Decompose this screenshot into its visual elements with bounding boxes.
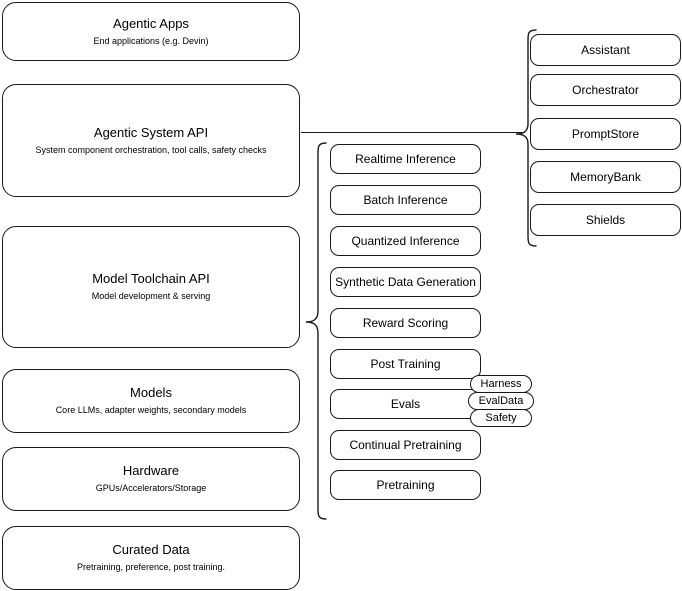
- stack-box-subtitle: End applications (e.g. Devin): [93, 35, 209, 46]
- toolchain-box-label: Batch Inference: [363, 193, 448, 207]
- agentic-box-label: Assistant: [581, 43, 630, 57]
- toolchain-box-synthetic-data-generation[interactable]: Synthetic Data Generation: [330, 267, 481, 297]
- toolchain-box-reward-scoring[interactable]: Reward Scoring: [330, 308, 481, 338]
- stack-box-subtitle: Model development & serving: [91, 291, 211, 301]
- toolchain-box-evals[interactable]: Evals: [330, 389, 481, 419]
- stack-box-subtitle: System component orchestration, tool cal…: [35, 144, 267, 155]
- toolchain-box-label: Pretraining: [376, 478, 435, 492]
- agentic-box-label: Orchestrator: [572, 83, 639, 97]
- stack-box-subtitle: Core LLMs, adapter weights, secondary mo…: [55, 405, 247, 415]
- agentic-box-label: MemoryBank: [570, 170, 641, 184]
- agentic-box-orchestrator[interactable]: Orchestrator: [530, 74, 681, 106]
- stack-box-hardware[interactable]: Hardware GPUs/Accelerators/Storage: [2, 447, 300, 511]
- stack-box-models[interactable]: Models Core LLMs, adapter weights, secon…: [2, 369, 300, 433]
- stack-box-subtitle: Pretraining, preference, post training.: [76, 562, 226, 572]
- stack-box-title: Curated Data: [112, 542, 190, 557]
- evals-pill-evaldata[interactable]: EvalData: [468, 392, 534, 410]
- toolchain-box-post-training[interactable]: Post Training: [330, 349, 481, 379]
- toolchain-box-label: Continual Pretraining: [349, 438, 462, 452]
- toolchain-box-quantized-inference[interactable]: Quantized Inference: [330, 226, 481, 256]
- agentic-box-shields[interactable]: Shields: [530, 204, 681, 236]
- toolchain-box-label: Post Training: [370, 357, 441, 371]
- agentic-box-label: Shields: [585, 213, 626, 227]
- stack-box-title: Model Toolchain API: [92, 271, 210, 286]
- evals-pill-label: Harness: [480, 378, 522, 390]
- toolchain-box-batch-inference[interactable]: Batch Inference: [330, 185, 481, 215]
- evals-pill-label: EvalData: [478, 395, 524, 407]
- stack-box-title: Hardware: [122, 463, 180, 478]
- stack-box-agentic-system-api[interactable]: Agentic System API System component orch…: [2, 84, 300, 197]
- evals-pill-harness[interactable]: Harness: [470, 375, 532, 393]
- evals-pill-label: Safety: [485, 412, 517, 424]
- toolchain-box-label: Synthetic Data Generation: [335, 275, 476, 289]
- toolchain-box-continual-pretraining[interactable]: Continual Pretraining: [330, 430, 481, 460]
- stack-box-curated-data[interactable]: Curated Data Pretraining, preference, po…: [2, 526, 300, 590]
- stack-box-agentic-apps[interactable]: Agentic Apps End applications (e.g. Devi…: [2, 2, 300, 61]
- toolchain-box-label: Realtime Inference: [355, 152, 456, 166]
- agentic-box-label: PromptStore: [571, 127, 640, 141]
- agentic-box-memorybank[interactable]: MemoryBank: [530, 161, 681, 193]
- agentic-box-assistant[interactable]: Assistant: [530, 34, 681, 66]
- connector-agentic-system-api: [301, 132, 525, 133]
- stack-box-model-toolchain-api[interactable]: Model Toolchain API Model development & …: [2, 226, 300, 348]
- toolchain-box-pretraining[interactable]: Pretraining: [330, 470, 481, 500]
- toolchain-box-label: Reward Scoring: [362, 316, 449, 330]
- stack-box-subtitle: GPUs/Accelerators/Storage: [95, 483, 207, 493]
- stack-box-title: Agentic System API: [93, 124, 209, 140]
- stack-box-title: Agentic Apps: [113, 15, 189, 31]
- evals-pill-safety[interactable]: Safety: [470, 409, 532, 427]
- brace-model-toolchain: [304, 141, 328, 521]
- stack-box-title: Models: [130, 385, 172, 400]
- toolchain-box-realtime-inference[interactable]: Realtime Inference: [330, 144, 481, 174]
- toolchain-box-label: Quantized Inference: [351, 234, 460, 248]
- toolchain-box-label: Evals: [390, 397, 421, 411]
- agentic-box-promptstore[interactable]: PromptStore: [530, 118, 681, 150]
